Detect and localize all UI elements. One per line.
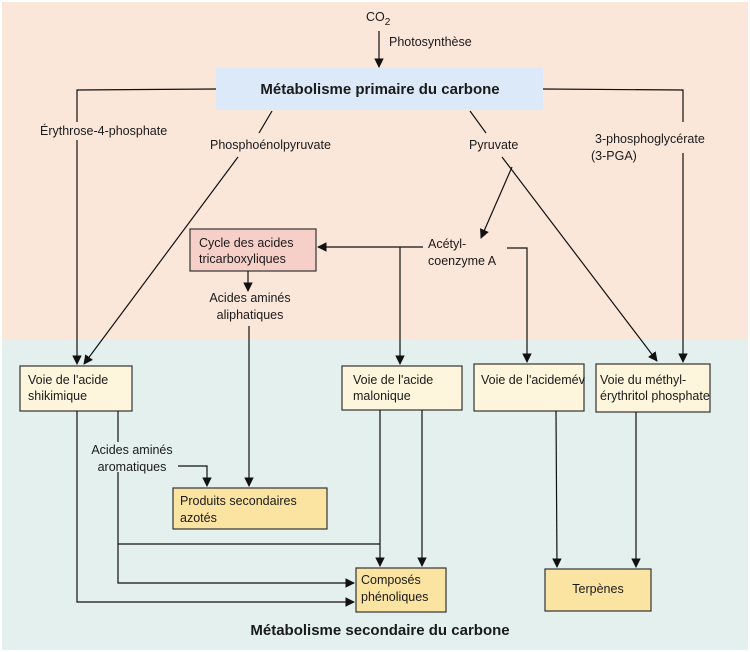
pyruvate-label: Pyruvate (469, 138, 518, 152)
photosynthesis-label: Photosynthèse (389, 35, 472, 49)
shikimate-label-1: Voie de l'acide (28, 373, 108, 387)
shikimate-to-phenolic-arrow-2 (117, 472, 355, 588)
acetyl-coa-label-1: Acétyl- (428, 237, 466, 251)
mevalonate-to-terpenes-arrow (552, 410, 562, 568)
terpenes-box (544, 568, 652, 612)
acetyl-coa-label-2: coenzyme A (428, 254, 497, 268)
pep-line (258, 110, 273, 134)
pga-line (542, 88, 684, 122)
secondary-metabolism-title: Métabolisme secondaire du carbone (250, 622, 509, 639)
e4p-line (76, 88, 217, 122)
aliphatic-aa-label-2: aliphatiques (217, 308, 284, 322)
mevalonate-pathway-box (473, 363, 585, 412)
primary-zone (2, 2, 748, 339)
aliphatic-aa-label-1: Acides aminés (209, 291, 290, 305)
malonate-label-2: malonique (353, 389, 411, 403)
pyruvate-to-mep-arrow (501, 156, 658, 362)
shikimate-pathway-box (19, 365, 133, 412)
mep-label-1: Voie du méthyl- (600, 373, 686, 387)
aromatic-aa-label-1: Acides aminés (91, 443, 172, 457)
mevalonate-label: Voie de l'acidemév (481, 373, 586, 387)
phenolic-compounds-box (355, 567, 447, 613)
pep-label: Phosphoénolpyruvate (210, 138, 331, 152)
nitrogen-products-label-1: Produits secondaires (180, 494, 297, 508)
aromatic-to-nitrogen-arrow (178, 465, 212, 487)
shikimate-to-phenolic-arrow-1 (76, 411, 355, 607)
phenolic-label-2: phénoliques (361, 590, 428, 604)
malonate-label-1: Voie de l'acide (353, 373, 433, 387)
pyruvate-line (469, 110, 487, 134)
primary-metabolism-box (216, 68, 543, 110)
terpenes-label: Terpènes (572, 582, 623, 596)
primary-metabolism-title: Métabolisme primaire du carbone (260, 81, 499, 98)
pyruvate-to-acetyl-arrow (480, 166, 513, 239)
co2-label: CO2 (366, 10, 391, 28)
mep-label-2: érythritol phosphate (600, 389, 710, 403)
shikimate-label-2: shikimique (28, 389, 87, 403)
nitrogen-products-label-2: azotés (180, 511, 217, 525)
nitrogen-products-box (172, 487, 328, 530)
aromatic-aa-label-2: aromatiques (98, 460, 167, 474)
malonate-pathway-box (341, 365, 463, 411)
pga-label-2: (3-PGA) (591, 149, 637, 163)
pga-label-1: 3-phosphoglycérate (595, 132, 705, 146)
mep-pathway-box (595, 363, 711, 413)
tca-cycle-label-2: tricarboxyliques (199, 252, 286, 266)
phenolic-label-1: Composés (361, 573, 421, 587)
tca-cycle-box (189, 228, 317, 272)
e4p-label: Érythrose-4-phosphate (40, 123, 167, 138)
tca-cycle-label-1: Cycle des acides (199, 236, 294, 250)
pep-arrow (83, 156, 239, 365)
acetyl-to-mevalonate-arrow (507, 247, 532, 363)
